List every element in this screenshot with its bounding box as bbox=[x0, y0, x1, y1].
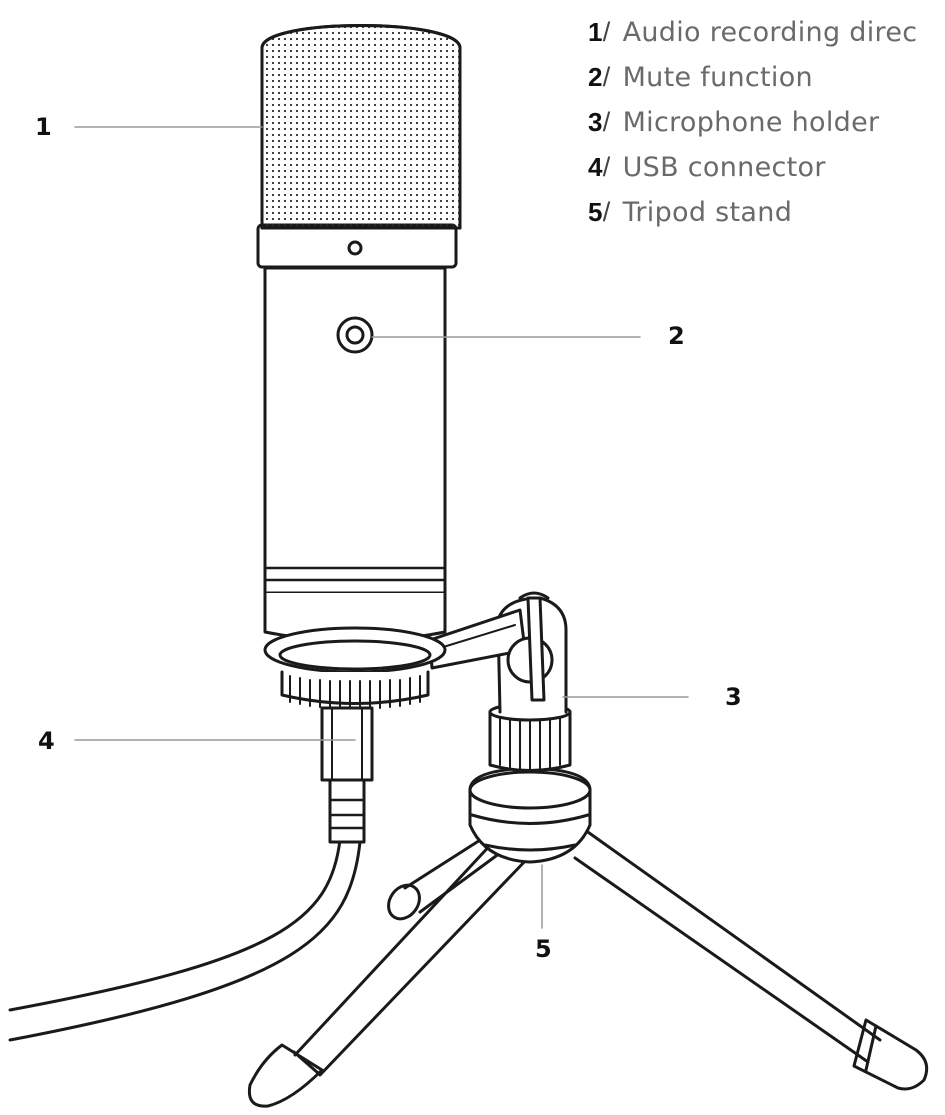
usb-cable bbox=[8, 838, 362, 1042]
callout-number-4: 4 bbox=[38, 727, 55, 755]
legend-number: 3 bbox=[588, 107, 603, 137]
legend-item-2: 2/ Mute function bbox=[588, 57, 945, 102]
tripod-right-leg bbox=[573, 823, 929, 1091]
tripod-back-leg bbox=[387, 833, 502, 921]
grille-collar-ring bbox=[256, 223, 458, 269]
legend-number: 4 bbox=[588, 152, 603, 182]
legend-item-5: 5/ Tripod stand bbox=[588, 192, 945, 237]
legend-item-3: 3/ Microphone holder bbox=[588, 102, 945, 147]
callout-number-5: 5 bbox=[535, 935, 552, 963]
usb-connector-plug bbox=[320, 706, 374, 844]
legend-text: Microphone holder bbox=[622, 107, 880, 138]
legend-text: USB connector bbox=[622, 152, 826, 183]
legend-separator: / bbox=[602, 152, 611, 182]
legend-text: Audio recording direc bbox=[622, 17, 918, 48]
callout-number-2: 2 bbox=[668, 322, 685, 350]
legend-number: 2 bbox=[588, 62, 603, 92]
legend-text: Tripod stand bbox=[622, 197, 793, 228]
legend-separator: / bbox=[602, 197, 611, 227]
legend-separator: / bbox=[602, 62, 611, 92]
legend-item-1: 1/ Audio recording direc bbox=[588, 12, 945, 57]
microphone-grille bbox=[260, 24, 462, 230]
parts-legend: 1/Audio recording direc 2/Mute function … bbox=[588, 12, 945, 237]
callout-number-3: 3 bbox=[725, 683, 742, 711]
legend-separator: / bbox=[602, 107, 611, 137]
legend-separator: / bbox=[602, 17, 611, 47]
legend-text: Mute function bbox=[622, 62, 813, 93]
leader-lines bbox=[74, 126, 689, 929]
legend-number: 5 bbox=[588, 197, 603, 227]
tripod-front-leg bbox=[247, 838, 530, 1108]
legend-number: 1 bbox=[588, 17, 603, 47]
holder-collar bbox=[488, 702, 572, 772]
mute-button-icon bbox=[336, 316, 374, 354]
holder-arm bbox=[428, 591, 568, 714]
callout-number-1: 1 bbox=[35, 113, 52, 141]
tripod-hub bbox=[468, 766, 592, 864]
legend-item-4: 4/ USB connector bbox=[588, 147, 945, 192]
